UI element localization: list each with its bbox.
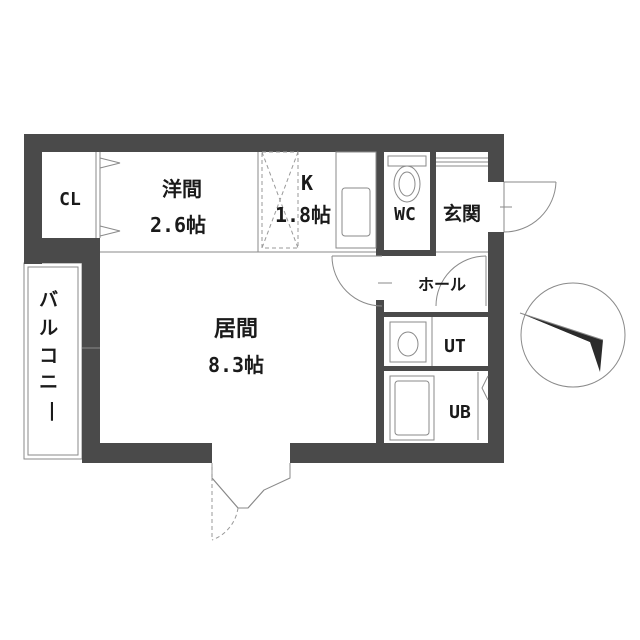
balcony	[23, 262, 100, 460]
hall-label: ホール	[418, 275, 466, 294]
sink-basin-icon	[341, 187, 371, 237]
toilet-tank-icon	[387, 155, 427, 167]
interior-walls	[42, 152, 488, 445]
living-room: 居間 8.3帖	[208, 317, 264, 377]
living-room-size: 8.3帖	[208, 353, 264, 377]
entrance-label: 玄関	[443, 202, 481, 225]
balcony-door[interactable]	[211, 463, 291, 541]
balcony-label-group: バ ル コ ニ |	[39, 289, 100, 421]
kitchen-size: 1.8帖	[275, 203, 331, 227]
exterior-walls	[24, 134, 504, 463]
north-arrow-icon	[520, 313, 603, 372]
kitchen: K 1.8帖	[258, 151, 377, 253]
front-door[interactable]	[500, 181, 557, 233]
western-room-name: 洋間	[162, 177, 202, 201]
bath: UB	[389, 372, 489, 441]
balcony-label: バ ル コ ニ |	[39, 289, 65, 421]
bath-label: UB	[449, 402, 471, 423]
washbasin-icon	[389, 321, 427, 363]
bathtub-icon	[389, 375, 435, 441]
sink	[335, 151, 377, 249]
toilet-bowl-icon	[393, 165, 421, 203]
hall: ホール	[331, 255, 487, 307]
wc: WC	[387, 155, 427, 225]
entrance: 玄関	[436, 157, 557, 253]
utility-label: UT	[444, 336, 466, 357]
western-room-size: 2.6帖	[150, 213, 206, 237]
kitchen-name: K	[301, 171, 313, 195]
wc-label: WC	[394, 204, 416, 225]
closet: CL	[59, 152, 121, 238]
living-room-name: 居間	[214, 317, 258, 342]
closet-label: CL	[59, 189, 81, 210]
utility: UT	[389, 317, 466, 366]
western-room: 洋間 2.6帖	[100, 152, 259, 253]
compass	[519, 282, 626, 388]
